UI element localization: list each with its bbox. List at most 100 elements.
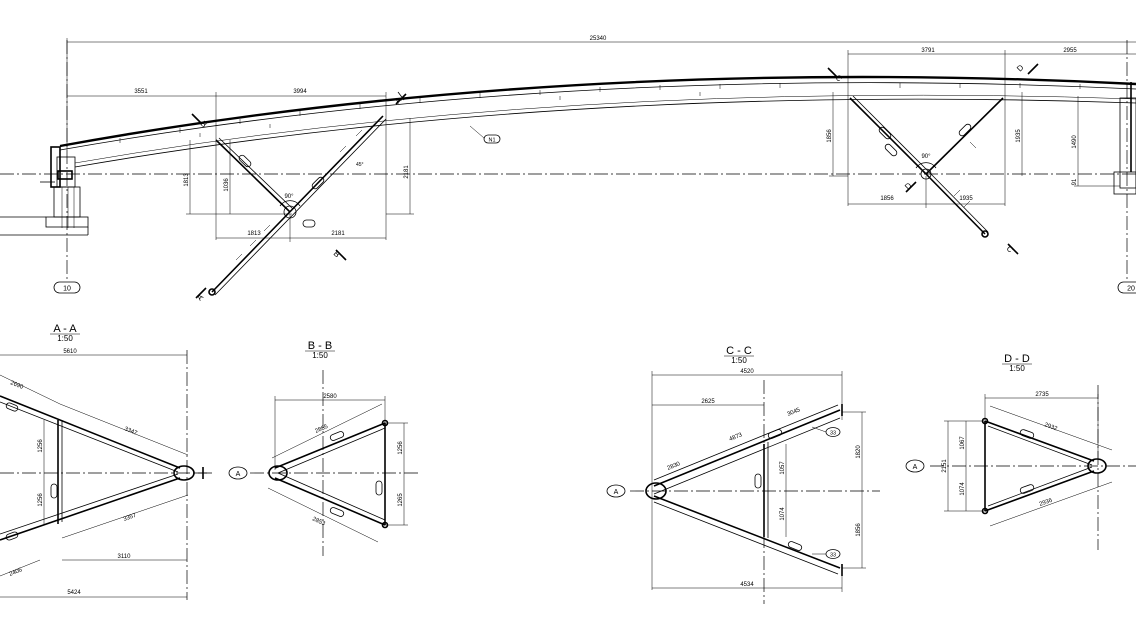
svg-text:2932: 2932: [1043, 422, 1058, 432]
right-support: [1113, 82, 1136, 195]
svg-text:A: A: [236, 471, 241, 478]
svg-text:1067: 1067: [960, 436, 966, 450]
svg-text:D - D: D - D: [1004, 353, 1030, 365]
svg-text:91: 91: [1072, 178, 1078, 185]
svg-text:3045: 3045: [787, 407, 802, 418]
svg-text:2830: 2830: [667, 461, 682, 472]
svg-text:1074: 1074: [780, 507, 786, 521]
section-marker-c-top: C: [827, 67, 845, 84]
svg-text:4873: 4873: [729, 432, 744, 443]
svg-text:45°: 45°: [356, 162, 364, 168]
svg-text:1:50: 1:50: [731, 356, 747, 365]
svg-text:1813: 1813: [184, 173, 190, 187]
svg-text:B - B: B - B: [308, 340, 332, 352]
svg-text:2853: 2853: [311, 516, 326, 527]
svg-text:2690: 2690: [9, 380, 24, 391]
svg-text:C: C: [1005, 244, 1016, 255]
svg-text:3791: 3791: [921, 48, 935, 54]
section-marker-d-top: D: [1015, 63, 1039, 75]
section-marker-b-top: B: [191, 113, 209, 129]
svg-text:N1: N1: [488, 138, 495, 144]
dim-right-widths: 1856 1935: [848, 176, 1005, 208]
ref-bubble-a-cc: A: [606, 484, 626, 498]
svg-text:1256: 1256: [38, 493, 44, 507]
svg-text:33: 33: [830, 431, 836, 437]
svg-text:1935: 1935: [1016, 129, 1022, 143]
section-marker-b-bottom: B: [332, 249, 347, 261]
ref-bubble-a-dd: A: [905, 459, 925, 473]
svg-text:1265: 1265: [398, 493, 404, 507]
tag-33-top: 33: [811, 426, 841, 437]
svg-text:90°: 90°: [284, 194, 294, 200]
svg-text:4534: 4534: [740, 582, 754, 588]
svg-text:33: 33: [830, 553, 836, 559]
svg-text:5610: 5610: [63, 349, 77, 355]
svg-text:A: A: [195, 292, 206, 303]
svg-text:5424: 5424: [67, 590, 81, 596]
svg-text:A: A: [913, 464, 918, 471]
svg-text:3347: 3347: [123, 426, 138, 437]
svg-text:B: B: [332, 249, 342, 259]
svg-text:2406: 2406: [9, 567, 24, 578]
svg-text:1935: 1935: [959, 196, 973, 202]
svg-text:A - A: A - A: [53, 323, 77, 335]
grid-bubble-20: 20: [1117, 281, 1136, 294]
section-aa: A - A 1:50 5610 2690 3347 3357 2406 1256…: [0, 323, 215, 600]
svg-text:C: C: [834, 73, 845, 84]
svg-text:2955: 2955: [1063, 48, 1077, 54]
arched-girder: N1: [59, 75, 1136, 168]
svg-text:1:50: 1:50: [1009, 364, 1025, 373]
svg-text:2580: 2580: [323, 394, 337, 400]
section-marker-d-bottom: D: [903, 181, 917, 193]
svg-text:1:50: 1:50: [57, 334, 73, 343]
svg-text:1057: 1057: [780, 461, 786, 475]
section-cc: C - C 1:50 A 4520 2625 33: [606, 345, 880, 604]
svg-text:A: A: [393, 95, 404, 106]
svg-text:1256: 1256: [398, 441, 404, 455]
svg-text:10: 10: [63, 286, 71, 293]
svg-text:1813: 1813: [247, 231, 261, 237]
section-marker-a-top: A: [393, 91, 407, 106]
left-bracing: 90° 45°: [208, 115, 387, 296]
svg-text:3357: 3357: [123, 512, 138, 522]
elevation-view: 10 20: [0, 36, 1136, 302]
svg-text:2735: 2735: [1035, 392, 1049, 398]
svg-text:1856: 1856: [827, 129, 833, 143]
svg-text:1856: 1856: [880, 196, 894, 202]
dim-overall: 25340: [66, 36, 1136, 150]
member-tag-n1: N1: [469, 125, 501, 144]
svg-text:2865: 2865: [314, 424, 329, 435]
svg-text:90°: 90°: [921, 154, 931, 160]
svg-text:A: A: [614, 489, 619, 496]
svg-text:C - C: C - C: [726, 345, 752, 357]
svg-text:1074: 1074: [960, 482, 966, 496]
svg-text:1490: 1490: [1072, 135, 1078, 149]
svg-text:D: D: [1015, 63, 1026, 74]
dim-left-chain: 3551 3994: [67, 89, 387, 240]
svg-text:3110: 3110: [118, 554, 132, 560]
dim-left-heights: 1813 1036 2181: [184, 118, 414, 215]
dim-right-heights: 1856 1935 1490 91: [827, 92, 1120, 187]
svg-text:1856: 1856: [856, 523, 862, 537]
svg-text:D: D: [903, 181, 914, 192]
dim-left-widths: 1813 2181: [216, 214, 386, 242]
tag-33-bottom: 33: [812, 549, 841, 559]
section-marker-a-bottom: A: [195, 287, 207, 303]
svg-text:3994: 3994: [293, 89, 307, 95]
grid-bubble-10: 10: [53, 281, 81, 294]
svg-text:2936: 2936: [1039, 497, 1054, 507]
svg-text:2151: 2151: [942, 459, 948, 473]
right-bracing: 90°: [849, 95, 1004, 238]
svg-text:1036: 1036: [224, 178, 230, 192]
dim-right-chain: 3791 2955: [847, 48, 1136, 206]
svg-text:1820: 1820: [856, 445, 862, 459]
ref-bubble-a-bb: A: [228, 466, 248, 480]
left-support: [0, 146, 89, 236]
svg-text:2181: 2181: [404, 165, 410, 179]
section-dd: D - D 1:50 A 2735 2932 2936 2151 106: [905, 353, 1136, 550]
svg-text:4520: 4520: [740, 369, 754, 375]
svg-text:25340: 25340: [590, 36, 607, 42]
svg-text:1:50: 1:50: [312, 351, 328, 360]
section-marker-c-bottom: C: [1005, 243, 1019, 255]
